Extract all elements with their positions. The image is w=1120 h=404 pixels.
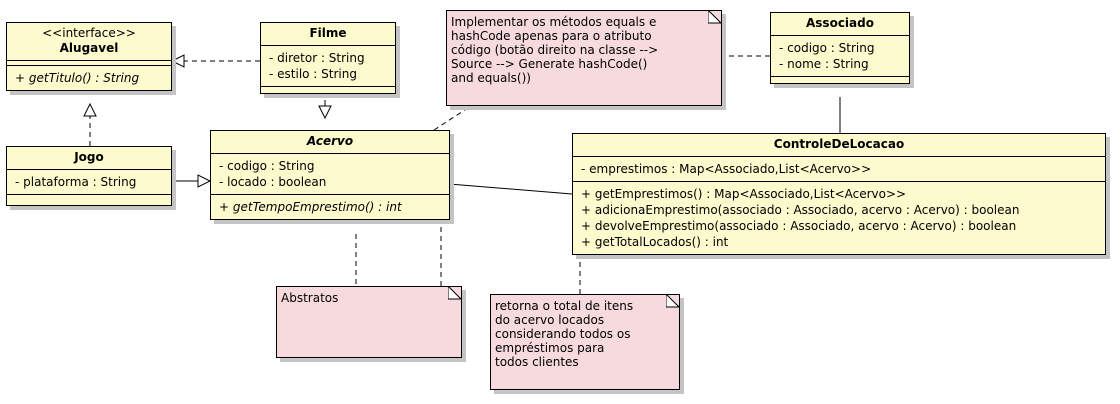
operations-section bbox=[261, 87, 395, 93]
operations-section: + getTitulo() : String bbox=[7, 66, 171, 90]
attribute-item: - plataforma : String bbox=[15, 175, 137, 189]
class-alugavel[interactable]: <<interface>> Alugavel + getTitulo() : S… bbox=[6, 22, 172, 91]
operations-section bbox=[771, 77, 909, 83]
acervo-triangle-left bbox=[197, 174, 212, 188]
note-abstratos[interactable]: Abstratos bbox=[276, 286, 462, 358]
class-header: Jogo bbox=[7, 147, 171, 170]
class-acervo[interactable]: Acervo - codigo : String - locado : bool… bbox=[210, 130, 450, 220]
attributes-section bbox=[7, 61, 171, 66]
class-jogo[interactable]: Jogo - plataforma : String bbox=[6, 146, 172, 206]
note-fold-icon bbox=[448, 286, 462, 300]
operation-item: + getEmprestimos() : Map<Associado,List<… bbox=[581, 187, 907, 201]
operations-section bbox=[7, 195, 171, 205]
attributes-section: - codigo : String - locado : boolean bbox=[211, 154, 449, 195]
class-name: Acervo bbox=[306, 134, 354, 148]
alugavel-triangle-right bbox=[170, 54, 185, 68]
note-equals-hashcode[interactable]: Implementar os métodos equals e hashCode… bbox=[446, 10, 722, 106]
note-fold-icon bbox=[666, 294, 680, 308]
attribute-item: - locado : boolean bbox=[219, 175, 327, 189]
attributes-section: - diretor : String - estilo : String bbox=[261, 46, 395, 87]
operation-item: + getTempoEmprestimo() : int bbox=[219, 200, 402, 214]
attributes-section: - codigo : String - nome : String bbox=[771, 36, 909, 77]
note-fold-icon bbox=[708, 10, 722, 24]
acervo-controle-association bbox=[448, 183, 573, 195]
class-header: <<interface>> Alugavel bbox=[7, 23, 171, 61]
class-header: Filme bbox=[261, 23, 395, 46]
attributes-section: - plataforma : String bbox=[7, 170, 171, 195]
attribute-item: - codigo : String bbox=[779, 41, 875, 55]
class-name: Alugavel bbox=[59, 41, 119, 55]
attributes-section: - emprestimos : Map<Associado,List<Acerv… bbox=[573, 157, 1105, 182]
attribute-item: - emprestimos : Map<Associado,List<Acerv… bbox=[581, 162, 872, 176]
operation-item: + getTitulo() : String bbox=[15, 71, 140, 85]
equals-note-anchor-acervo bbox=[433, 103, 475, 131]
class-name: Jogo bbox=[74, 150, 104, 164]
class-name: Associado bbox=[806, 16, 874, 30]
alugavel-triangle-bottom bbox=[83, 102, 97, 117]
class-filme[interactable]: Filme - diretor : String - estilo : Stri… bbox=[260, 22, 396, 94]
stereotype-label: <<interface>> bbox=[42, 26, 136, 40]
operations-section: + getEmprestimos() : Map<Associado,List<… bbox=[573, 182, 1105, 254]
class-header: ControleDeLocacao bbox=[573, 134, 1105, 157]
class-name: ControleDeLocacao bbox=[773, 137, 905, 151]
operation-item: + adicionaEmprestimo(associado : Associa… bbox=[581, 203, 1020, 217]
class-controle-de-locacao[interactable]: ControleDeLocacao - emprestimos : Map<As… bbox=[572, 133, 1106, 255]
class-header: Acervo bbox=[211, 131, 449, 154]
attribute-item: - estilo : String bbox=[269, 67, 357, 81]
class-associado[interactable]: Associado - codigo : String - nome : Str… bbox=[770, 12, 910, 84]
acervo-triangle-top bbox=[318, 105, 332, 120]
note-total-locados[interactable]: retorna o total de itens do acervo locad… bbox=[490, 294, 680, 390]
attribute-item: - codigo : String bbox=[219, 159, 315, 173]
attribute-item: - diretor : String bbox=[269, 51, 365, 65]
operations-section: + getTempoEmprestimo() : int bbox=[211, 195, 449, 219]
operation-item: + getTotalLocados() : int bbox=[581, 235, 729, 249]
operation-item: + devolveEmprestimo(associado : Associad… bbox=[581, 219, 1017, 233]
class-header: Associado bbox=[771, 13, 909, 36]
class-name: Filme bbox=[309, 26, 347, 40]
attribute-item: - nome : String bbox=[779, 57, 869, 71]
